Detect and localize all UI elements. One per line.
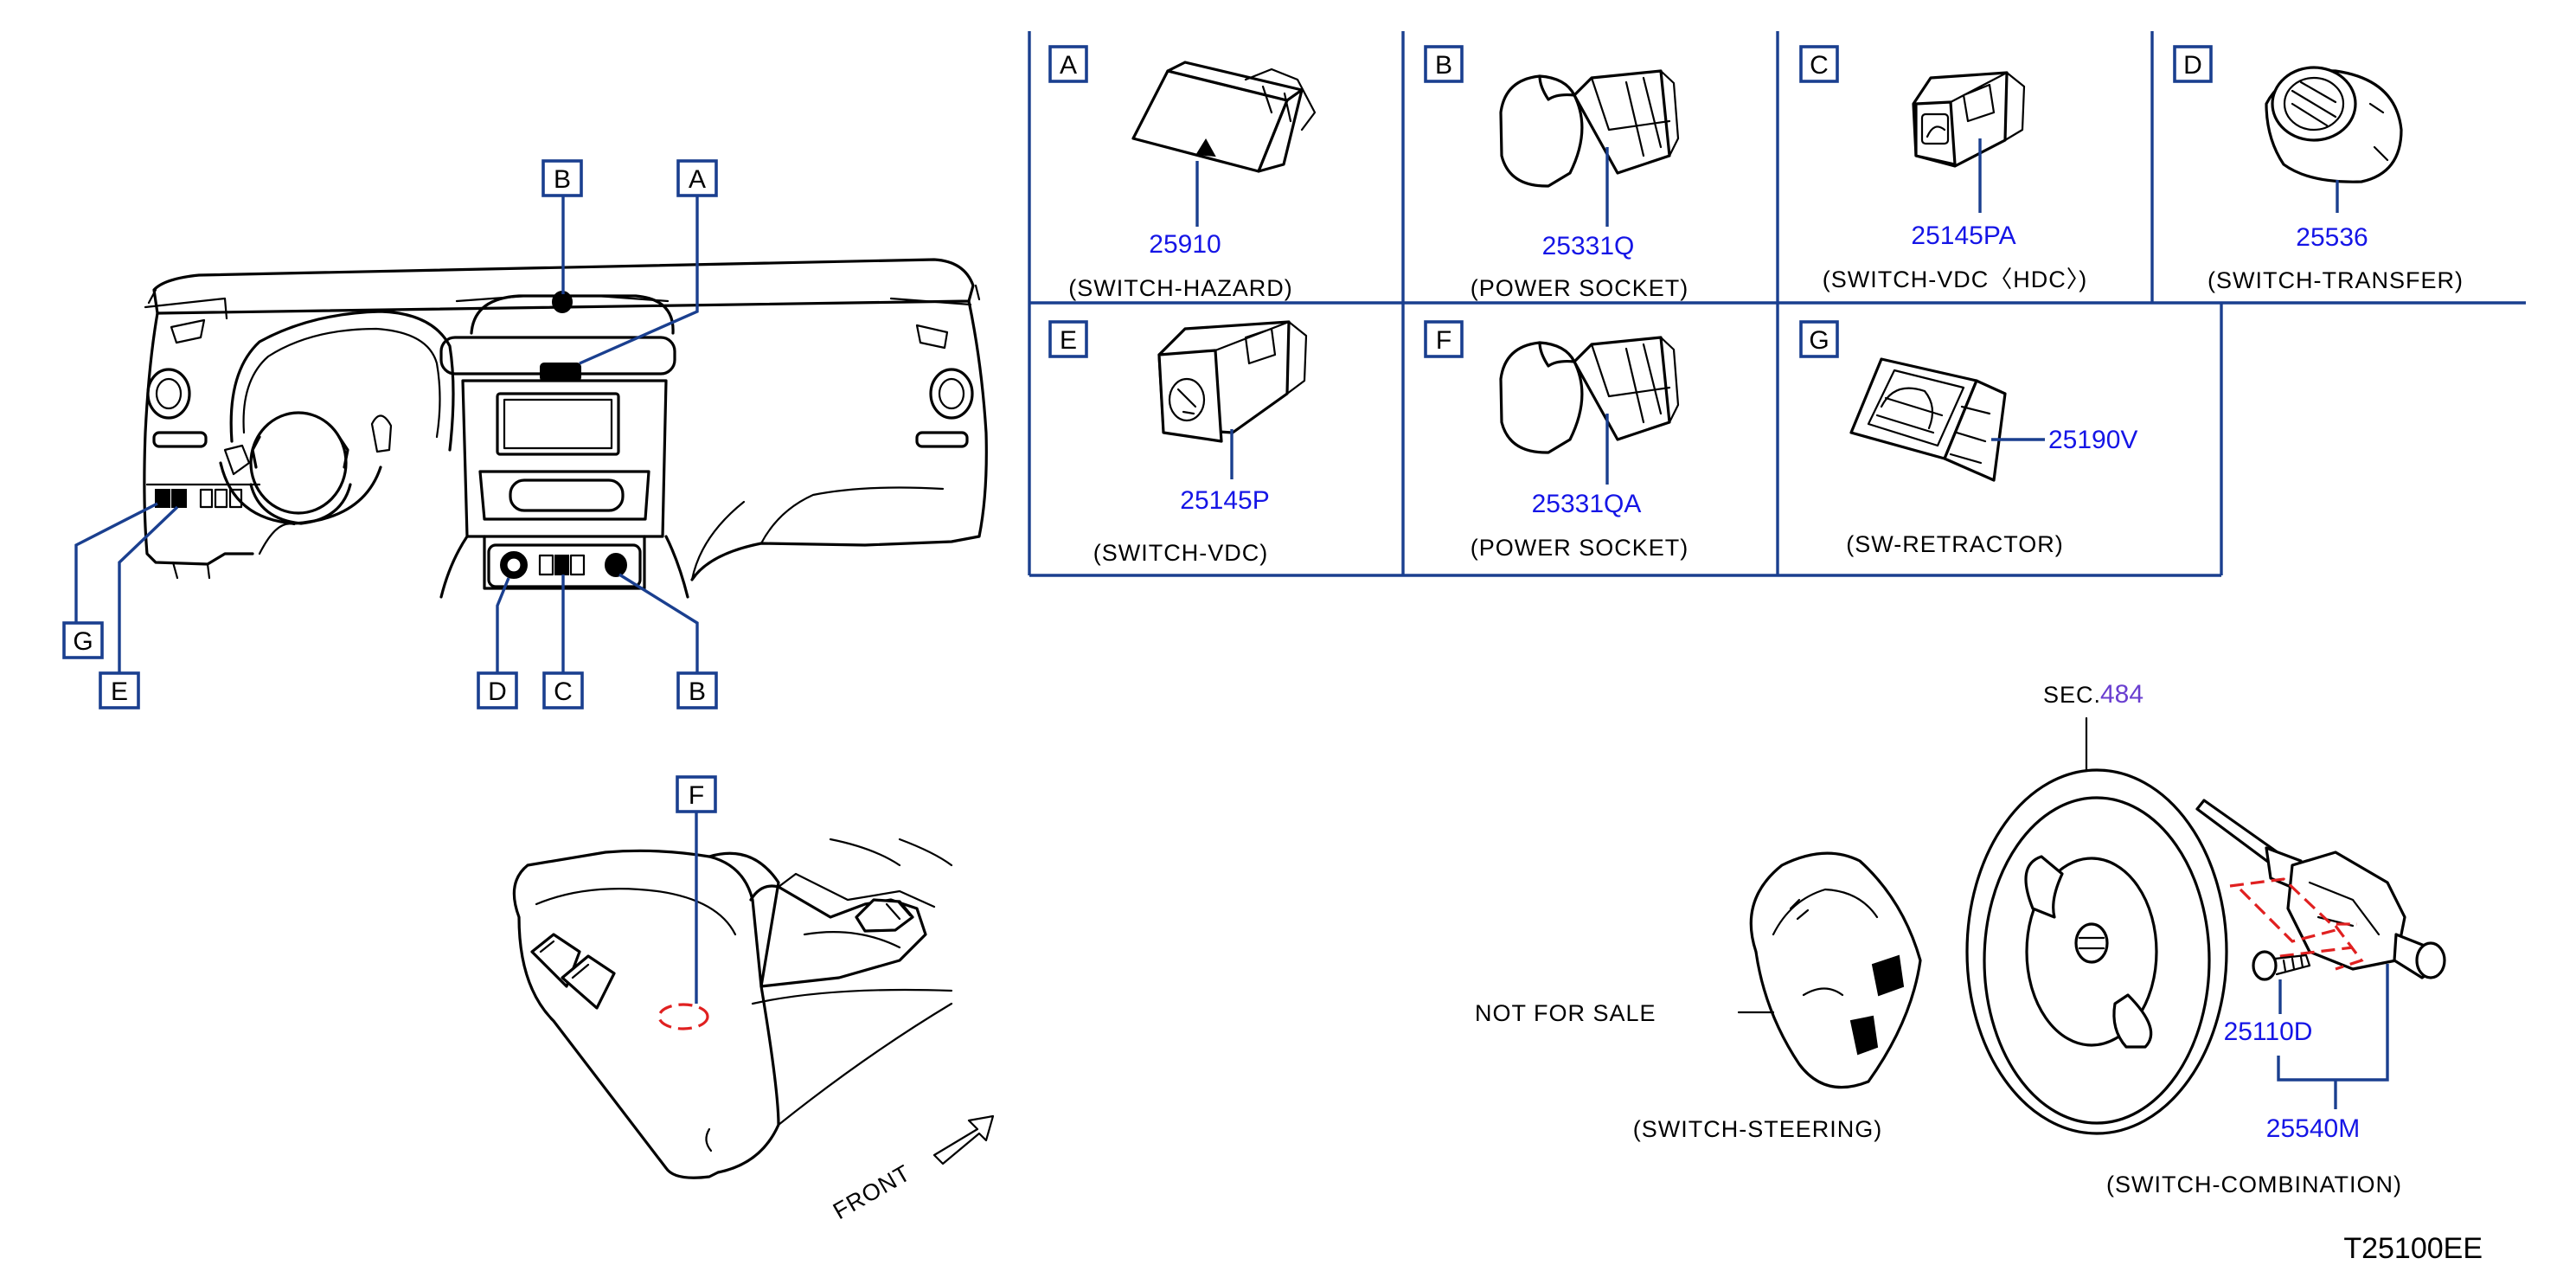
panel-f: F 25331QA (POWER SOCKET) xyxy=(1424,320,1689,561)
screw-25110d-drawing xyxy=(2252,950,2311,981)
caption-switch-combination: (SWITCH-COMBINATION) xyxy=(2106,1172,2402,1197)
front-label: FRONT xyxy=(829,1159,915,1224)
diagram-code: T25100EE xyxy=(2343,1232,2483,1265)
panel-d: D 25536 (SWITCH-TRANSFER) xyxy=(2173,45,2464,293)
svg-text:D: D xyxy=(2183,51,2202,80)
svg-text:E: E xyxy=(111,677,128,706)
caption-switch-vdc-hdc: (SWITCH-VDC〈HDC〉) xyxy=(1823,266,2087,292)
part-number-25145pa: 25145PA xyxy=(1911,221,2015,250)
callout-a: A xyxy=(676,159,718,197)
svg-text:C: C xyxy=(1810,51,1829,80)
svg-text:B: B xyxy=(689,677,706,706)
panel-e: E 25145P (SWITCH-VDC) xyxy=(1048,320,1308,566)
dashboard-illustration xyxy=(74,196,988,673)
callout-f: F xyxy=(676,775,717,813)
part-number-25190v: 25190V xyxy=(2048,426,2137,454)
steering-group: SEC. 484 NOT FOR SALE (SWITCH-STEERING) xyxy=(1475,680,2446,1197)
callout-b-bottom: B xyxy=(676,671,718,709)
caption-switch-steering: (SWITCH-STEERING) xyxy=(1633,1116,1882,1142)
svg-text:G: G xyxy=(1809,326,1829,355)
sec-484-link[interactable]: 484 xyxy=(2100,680,2143,709)
callout-b-top: B xyxy=(541,159,583,197)
combination-switch-drawing xyxy=(2195,799,2446,979)
svg-text:B: B xyxy=(1435,51,1452,80)
power-socket-f-drawing xyxy=(1499,336,1680,454)
svg-text:E: E xyxy=(1060,326,1077,355)
caption-sw-retractor: (SW-RETRACTOR) xyxy=(1846,531,2064,557)
transfer-switch-drawing xyxy=(2265,66,2403,183)
panel-g: G 25190V (SW-RETRACTOR) xyxy=(1799,320,2137,557)
power-socket-drawing xyxy=(1499,69,1680,188)
part-number-25331qa: 25331QA xyxy=(1532,490,1642,518)
part-number-25540m: 25540M xyxy=(2266,1114,2360,1143)
caption-power-socket-f: (POWER SOCKET) xyxy=(1471,535,1689,561)
panel-c: C 25145PA (SWITCH-VDC〈HDC〉) xyxy=(1799,45,2087,292)
vdc-hdc-switch-drawing xyxy=(1912,71,2026,168)
svg-text:C: C xyxy=(554,677,573,706)
svg-text:A: A xyxy=(1060,51,1077,80)
callout-c: C xyxy=(542,671,584,709)
not-for-sale-label: NOT FOR SALE xyxy=(1475,1000,1656,1026)
hazard-switch-drawing xyxy=(1131,61,1317,173)
svg-text:B: B xyxy=(554,165,571,194)
svg-text:F: F xyxy=(1436,326,1451,355)
panel-b: B 25331Q (POWER SOCKET) xyxy=(1424,45,1689,301)
panel-a: A 25910 (SWITCH-HAZARD) xyxy=(1048,45,1317,301)
vdc-switch-drawing xyxy=(1157,320,1308,443)
part-number-25536: 25536 xyxy=(2296,223,2368,252)
caption-switch-vdc: (SWITCH-VDC) xyxy=(1093,540,1268,566)
part-number-25110d: 25110D xyxy=(2224,1018,2313,1046)
caption-switch-transfer: (SWITCH-TRANSFER) xyxy=(2208,267,2464,293)
callout-d: D xyxy=(477,671,518,709)
part-number-25145p: 25145P xyxy=(1180,486,1269,515)
sec-label: SEC. xyxy=(2043,682,2101,708)
svg-text:G: G xyxy=(73,627,93,656)
svg-text:D: D xyxy=(488,677,507,706)
callout-g: G xyxy=(62,621,104,659)
part-number-25910: 25910 xyxy=(1149,230,1221,259)
svg-text:F: F xyxy=(689,781,704,810)
front-direction-indicator: FRONT xyxy=(829,1114,995,1224)
switch-steering-drawing xyxy=(1749,851,1922,1089)
caption-switch-hazard: (SWITCH-HAZARD) xyxy=(1068,275,1292,301)
parts-grid-lines xyxy=(1028,31,2526,577)
sw-retractor-drawing xyxy=(1849,357,2007,482)
caption-power-socket: (POWER SOCKET) xyxy=(1471,275,1689,301)
part-number-25331q: 25331Q xyxy=(1542,232,1635,260)
console-illustration xyxy=(512,812,953,1179)
svg-text:A: A xyxy=(689,165,706,194)
combination-switch-red-guides xyxy=(2229,877,2364,971)
callout-e: E xyxy=(99,671,140,709)
steering-wheel-drawing xyxy=(1965,768,2228,1135)
